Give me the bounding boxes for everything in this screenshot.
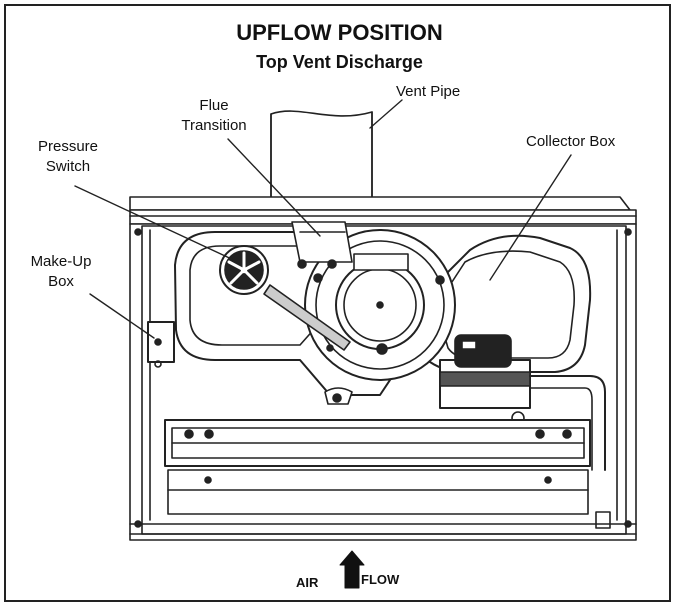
burner-assembly (164, 387, 591, 515)
furnace-top-panel (129, 196, 637, 225)
label-flue-transition: Flue Transition (181, 97, 247, 134)
vent-pipe-shape (270, 110, 373, 217)
airflow-label-air: AIR (296, 575, 319, 590)
label-pressure-switch: Pressure Switch (37, 138, 99, 175)
inducer-blower (304, 229, 456, 381)
label-vent-pipe: Vent Pipe (396, 83, 461, 100)
leader-lines (74, 99, 572, 339)
airflow-arrow (339, 550, 365, 589)
gas-valve (439, 334, 606, 471)
label-make-up-box: Make-Up Box (30, 253, 92, 290)
diagram-title: UPFLOW POSITION (236, 20, 443, 45)
flue-transition-shape (291, 221, 353, 269)
diagram-border (4, 4, 671, 602)
airflow-label-flow: FLOW (361, 572, 400, 587)
make-up-box-shape (147, 321, 175, 368)
label-collector-box: Collector Box (526, 133, 616, 150)
furnace-cabinet (129, 223, 637, 541)
diagram-subtitle: Top Vent Discharge (256, 52, 423, 72)
